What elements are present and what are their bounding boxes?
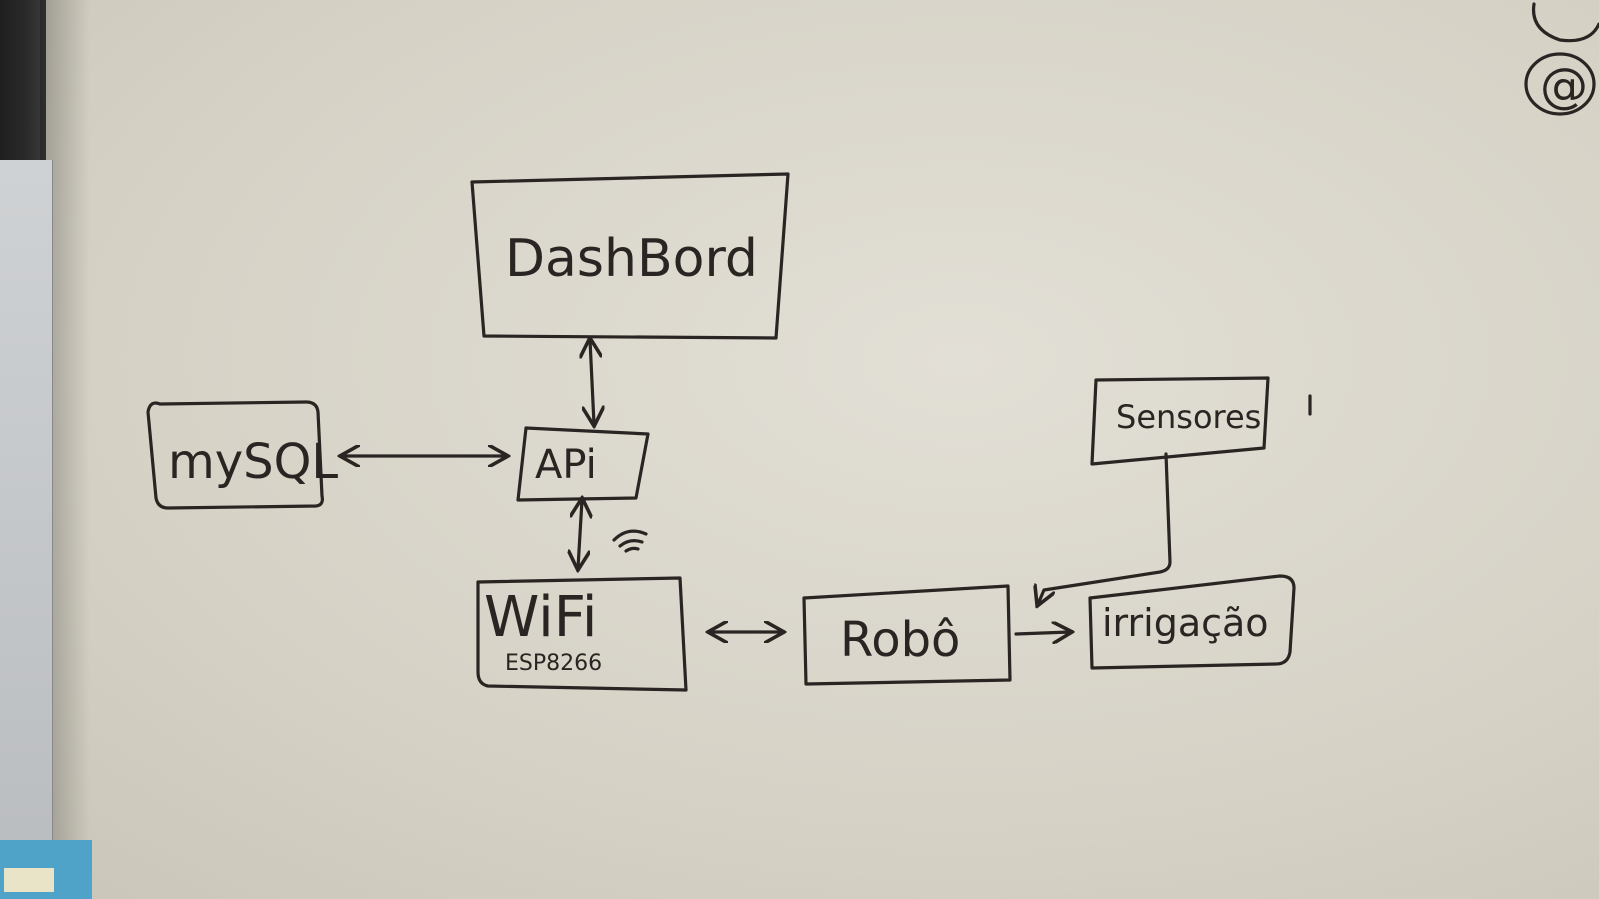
wifi-node: WiFi ESP8266	[476, 576, 688, 692]
dashboard-label: DashBord	[505, 229, 758, 289]
dashboard-node: DashBord	[470, 172, 790, 340]
mysql-node: mySQL	[146, 400, 338, 510]
robo-irrigacao-arrow	[1014, 632, 1070, 634]
mysql-label: mySQL	[168, 434, 338, 490]
pinned-paper	[0, 160, 53, 899]
wifi-label: WiFi	[484, 585, 597, 650]
wifi-signal-icon	[612, 529, 648, 553]
robo-label: Robô	[840, 612, 960, 668]
corner-at-sign: @	[1540, 58, 1588, 114]
robo-node: Robô	[802, 584, 1012, 686]
wifi-sub-label: ESP8266	[505, 651, 602, 676]
sensores-irrigacao-connector	[1038, 452, 1172, 604]
api-node: APi	[516, 426, 650, 502]
paper-logo	[4, 868, 54, 892]
irrigacao-label: irrigação	[1102, 601, 1269, 645]
dashboard-api-arrow	[590, 340, 594, 424]
sensores-label: Sensores	[1116, 398, 1261, 436]
api-label: APi	[535, 442, 597, 488]
irrigacao-node: irrigação	[1088, 574, 1296, 670]
sensores-node: Sensores	[1090, 376, 1270, 466]
corner-doodle: @	[1524, 2, 1599, 116]
api-wifi-arrow	[578, 500, 582, 568]
